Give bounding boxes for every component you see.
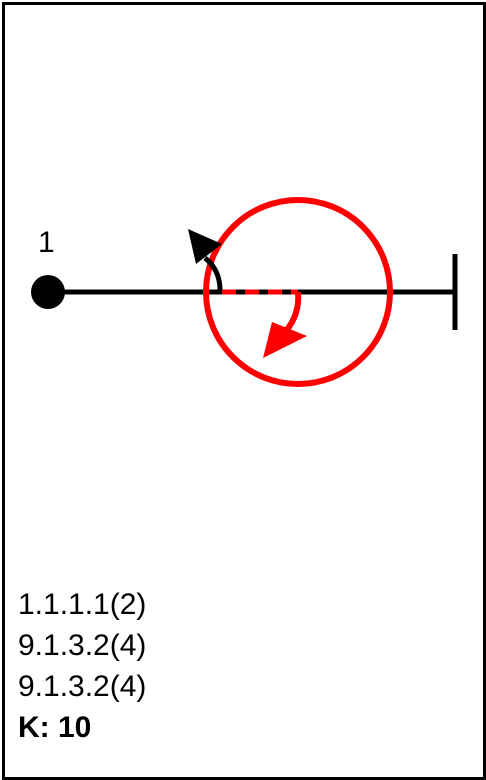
rotation-circle [203,197,393,387]
total-score: K: 10 [18,711,92,744]
start-node-label: 1 [38,226,55,259]
element-code: 9.1.3.2(4) [18,629,147,662]
turn-arc [203,256,223,291]
rotation-arc [282,291,302,334]
start-node [31,275,65,309]
element-codes: 1.1.1.1(2) 9.1.3.2(4) 9.1.3.2(4) K: 10 [18,584,146,748]
turn-arrowhead-icon [188,229,222,264]
element-code: 1.1.1.1(2) [18,588,147,621]
rotation-arrowhead-icon [263,322,307,358]
element-code: 9.1.3.2(4) [18,670,147,703]
